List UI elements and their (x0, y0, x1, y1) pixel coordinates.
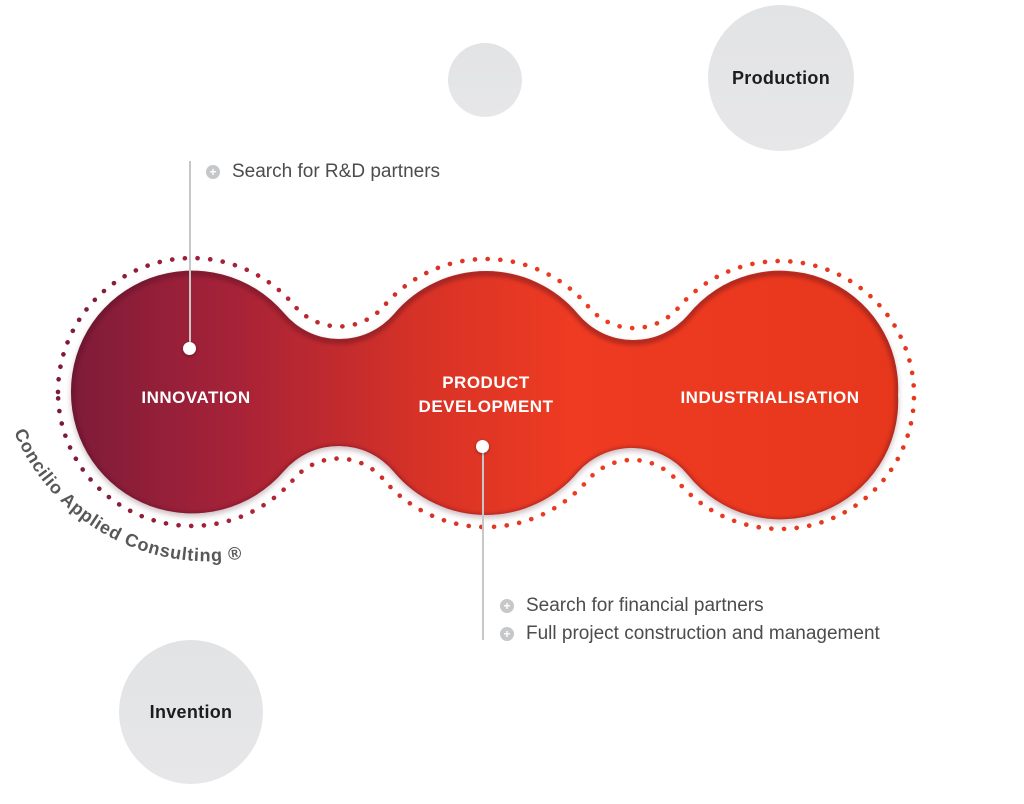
innovation-annotation: Search for R&D partners (206, 161, 440, 183)
product-development-anchor-dot (476, 440, 489, 453)
stage-label-industrialisation: INDUSTRIALISATION (680, 388, 860, 407)
innovation-leader-line (189, 161, 191, 344)
product-development-leader-line (482, 450, 484, 640)
stage-label-product-development: PRODUCT DEVELOPMENT (418, 373, 554, 416)
annotation-label: Full project construction and management (526, 623, 880, 644)
product-development-annotations: Search for financial partners Full proje… (500, 595, 880, 645)
process-blob (70, 270, 899, 520)
production-circle-label: Production (732, 67, 830, 88)
annotation-row: Full project construction and management (500, 623, 880, 645)
production-circle: Production (708, 5, 854, 151)
dotted-outline (55, 255, 917, 532)
annotation-row: Search for financial partners (500, 595, 880, 617)
invention-circle: Invention (119, 640, 263, 784)
innovation-anchor-dot (183, 342, 196, 355)
annotation-label: Search for financial partners (526, 595, 764, 616)
annotation-label: Search for R&D partners (232, 161, 441, 182)
invention-circle-label: Invention (149, 701, 233, 722)
plus-icon (500, 627, 514, 641)
plus-icon (206, 165, 220, 179)
stage-label-innovation: INNOVATION (141, 388, 251, 407)
plus-icon (500, 599, 514, 613)
decorative-circle (448, 43, 522, 117)
